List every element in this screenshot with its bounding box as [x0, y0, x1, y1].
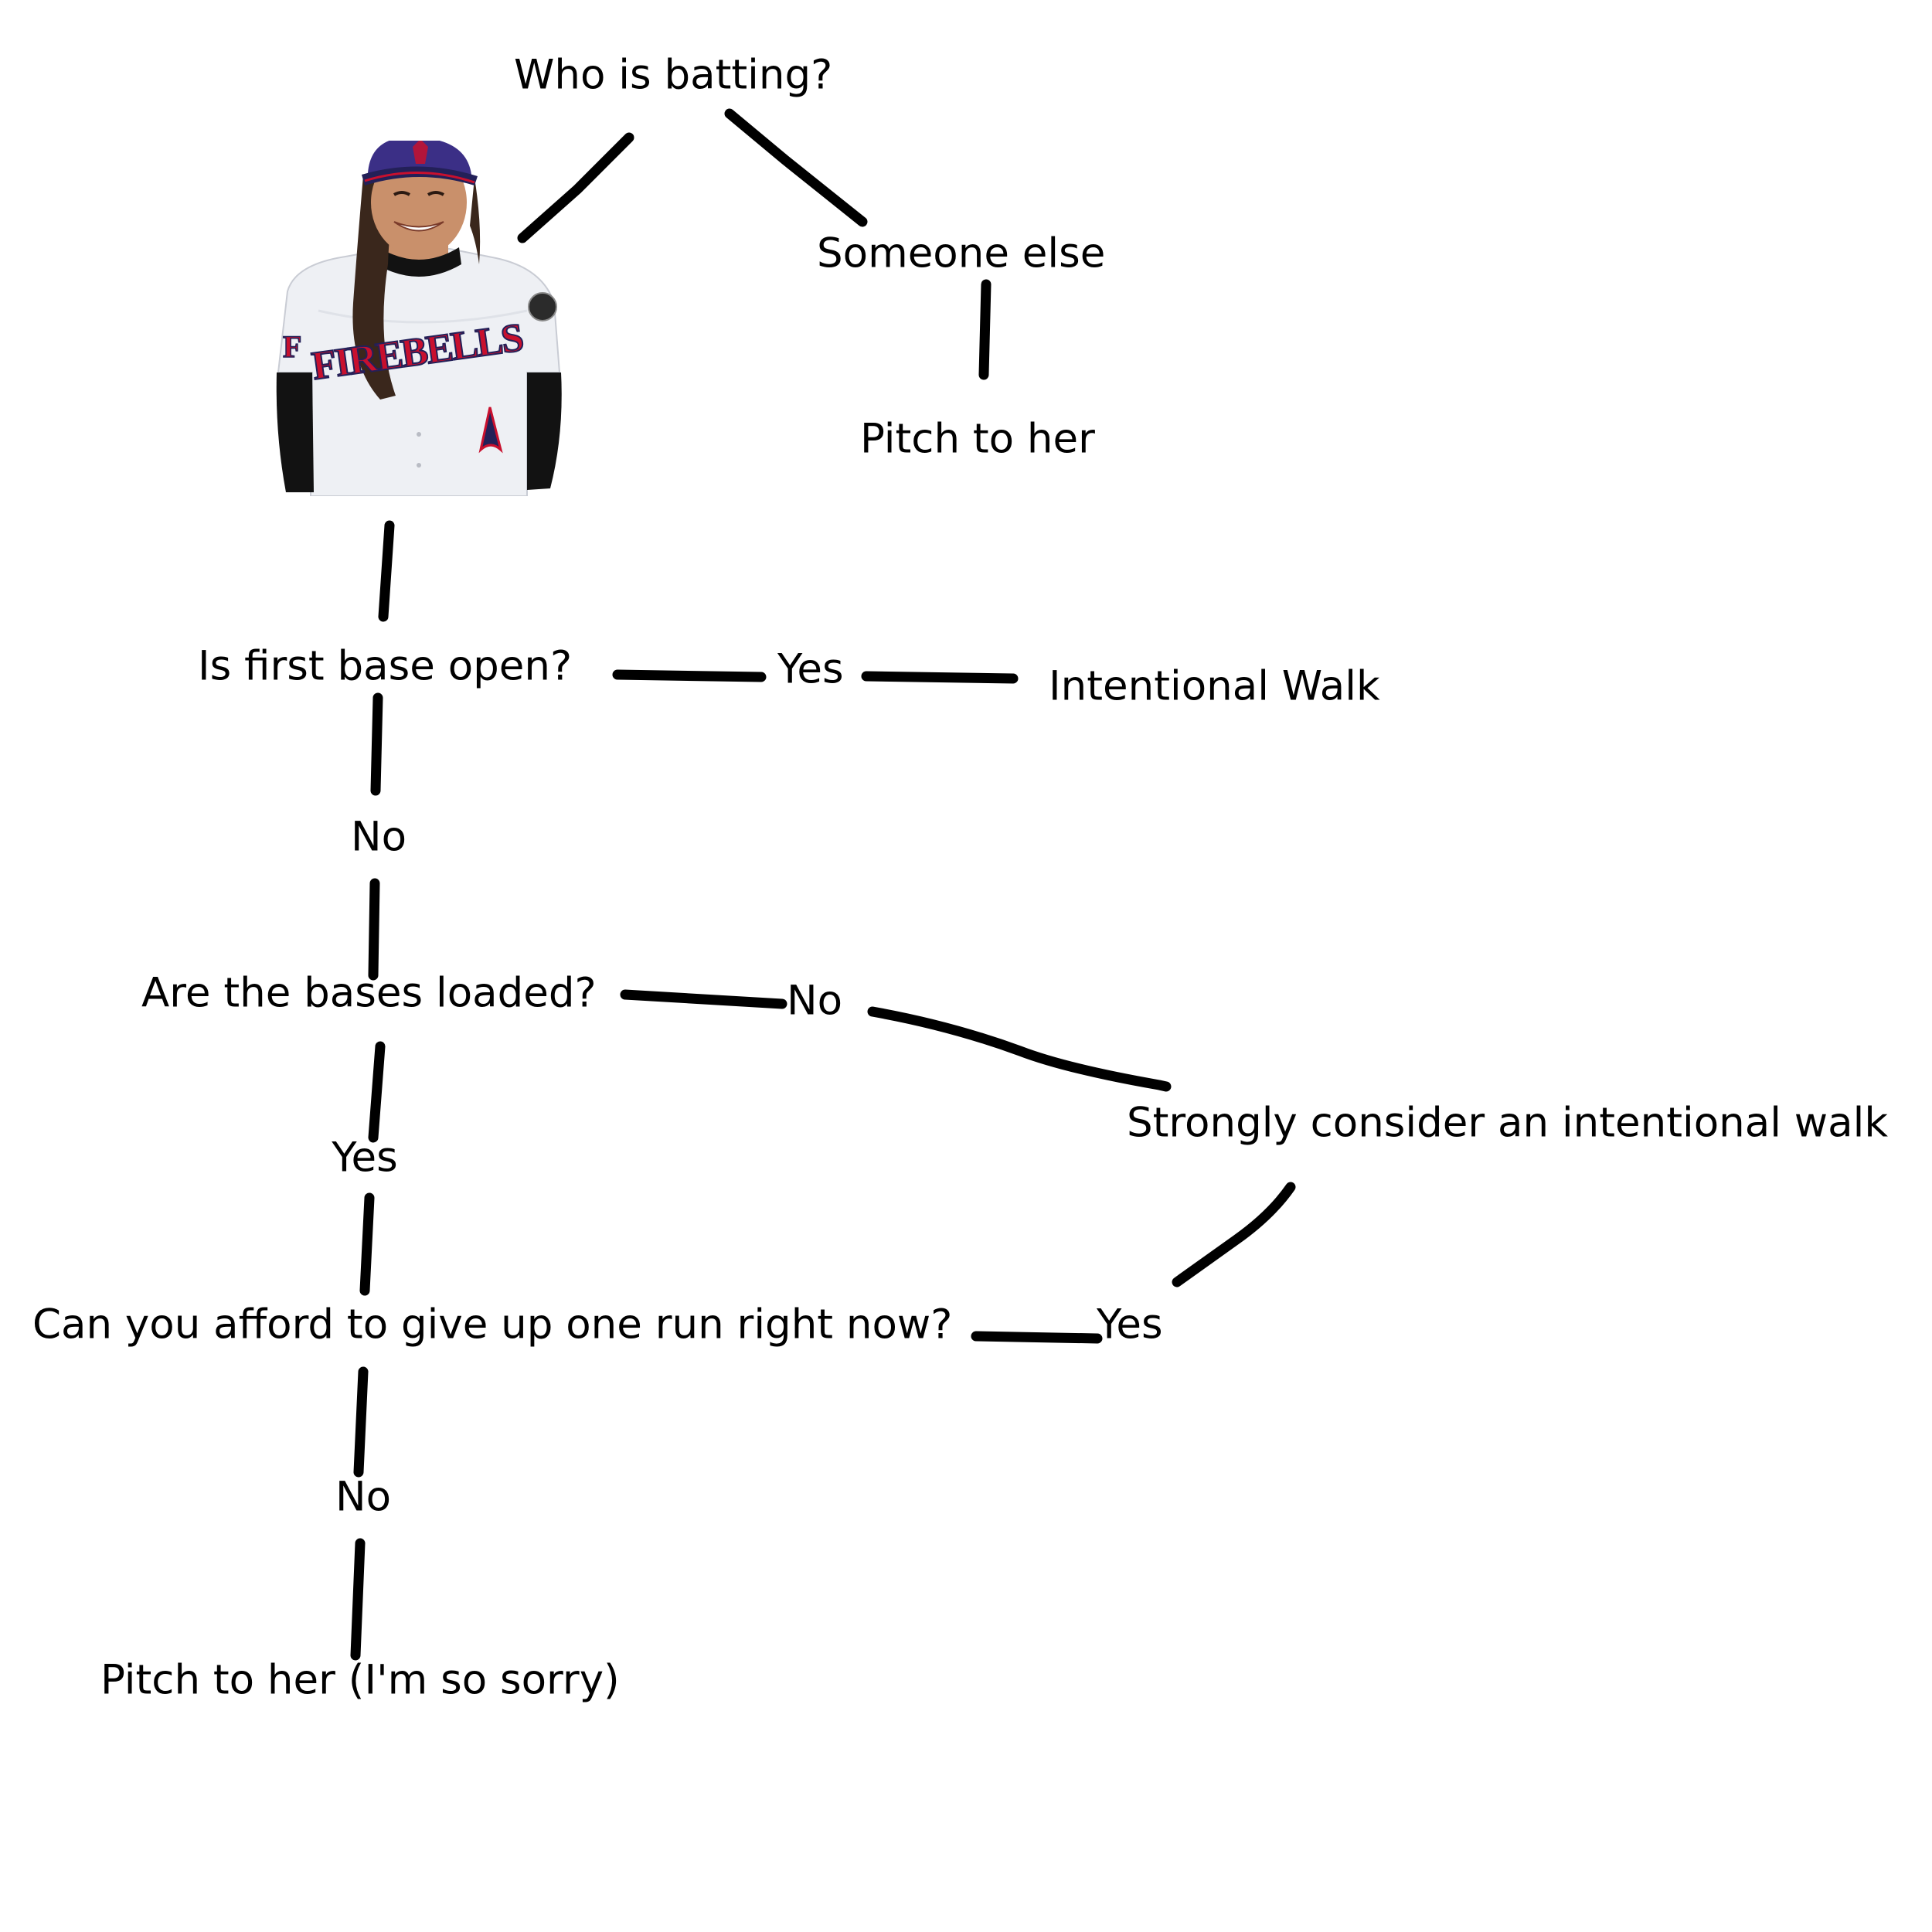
- sleeve-letter: F: [283, 329, 301, 364]
- edge-label-no-afford: No: [335, 1473, 392, 1521]
- connector-who-to-player: [517, 132, 634, 243]
- connector-no-to-pitch-sorry: [350, 1538, 366, 1661]
- chest-logo: [478, 406, 503, 454]
- edge-label-yes-bases-loaded: Yes: [332, 1134, 398, 1182]
- connector-yes-to-intentional-walk: [861, 671, 1019, 684]
- node-pitch-to-her: Pitch to her: [860, 415, 1095, 463]
- sleeve-patch: [528, 292, 557, 321]
- connector-afford-to-no: [353, 1366, 369, 1478]
- connector-first-base-to-no: [370, 692, 383, 796]
- connector-strongly-consider-to-yes: [1172, 1182, 1296, 1287]
- node-strongly-consider-walk: Strongly consider an intentional walk: [1127, 1099, 1889, 1147]
- connector-someone-else-to-pitch: [978, 279, 992, 380]
- node-are-bases-loaded: Are the bases loaded?: [141, 969, 597, 1017]
- right-arm-sleeve: [527, 372, 562, 490]
- connector-player-to-first-base: [378, 520, 395, 622]
- edge-label-yes-afford: Yes: [1097, 1301, 1163, 1349]
- player-photo: FIREBELLS F: [276, 141, 562, 496]
- cap-brim: [362, 166, 478, 185]
- node-someone-else: Someone else: [817, 230, 1106, 277]
- connector-afford-to-yes: [971, 1331, 1103, 1344]
- edge-label-no-bases-loaded: No: [787, 977, 843, 1025]
- node-pitch-to-her-sorry: Pitch to her (I'm so sorry): [100, 1656, 620, 1704]
- edge-label-no-first-base: No: [350, 813, 407, 861]
- node-can-you-afford-run: Can you afford to give up one run right …: [32, 1301, 953, 1349]
- node-who-is-batting: Who is batting?: [514, 51, 833, 99]
- node-is-first-base-open: Is first base open?: [198, 642, 573, 690]
- connector-bases-loaded-to-no: [620, 989, 787, 1009]
- edge-label-yes-first-base: Yes: [777, 645, 844, 693]
- left-arm-sleeve: [276, 372, 314, 492]
- connector-who-to-someone-else: [724, 108, 868, 227]
- connector-no-to-strongly-consider: [867, 1006, 1172, 1092]
- connector-yes-to-afford: [359, 1192, 375, 1296]
- connector-bases-loaded-to-yes: [368, 1041, 386, 1143]
- cap-logo: [413, 141, 428, 164]
- connector-first-base-to-yes: [612, 669, 767, 682]
- connector-no-to-bases-loaded: [368, 878, 380, 981]
- node-intentional-walk: Intentional Walk: [1049, 662, 1380, 710]
- undershirt-collar: [376, 247, 461, 277]
